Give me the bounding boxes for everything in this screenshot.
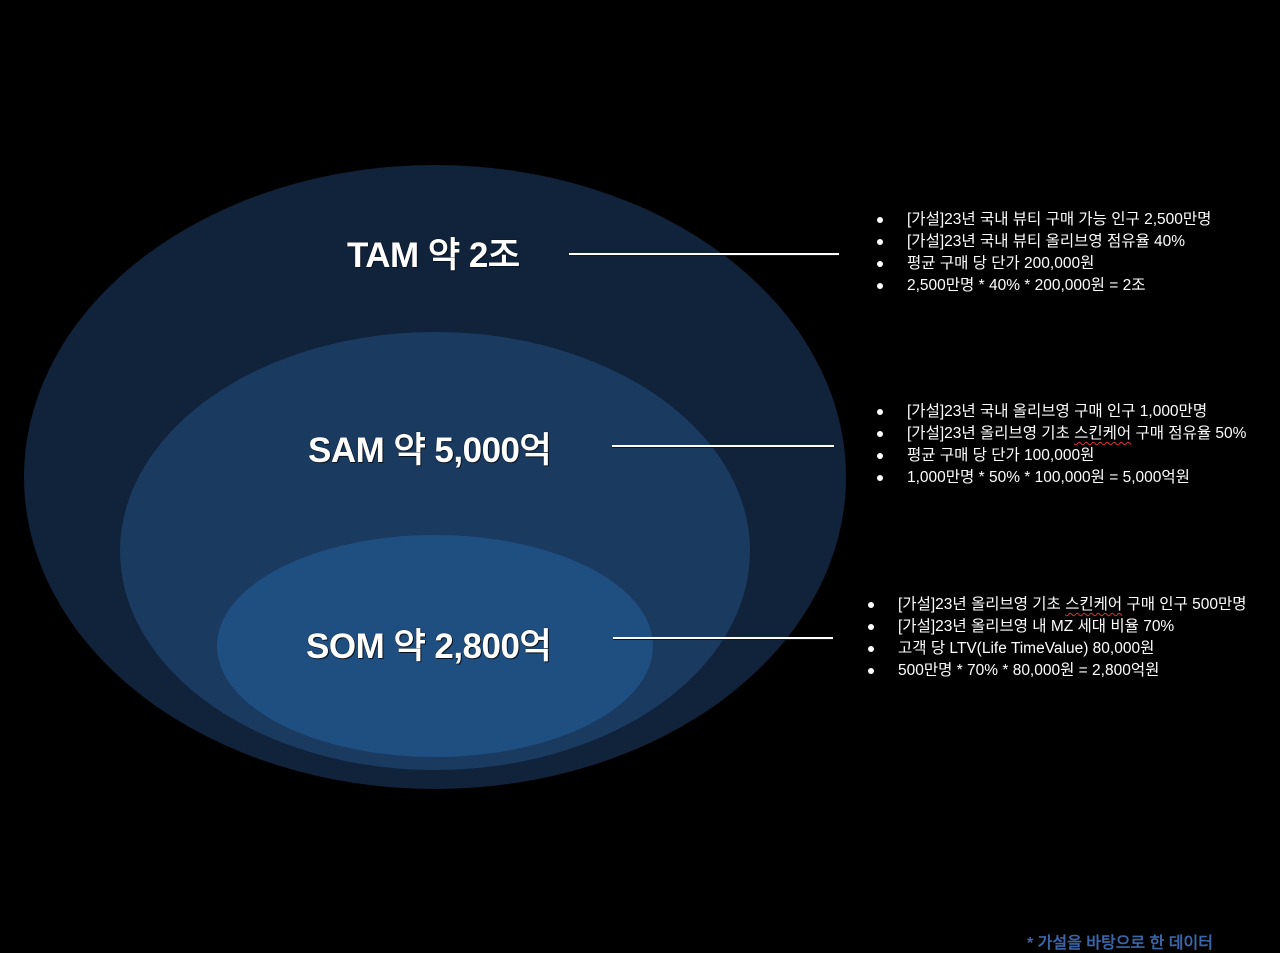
som-label: SOM 약 2,800억 — [306, 627, 552, 666]
tam-label: TAM 약 2조 — [347, 236, 520, 275]
bullet-dot-icon — [877, 409, 883, 415]
sam-bullet: 평균 구매 당 단가 100,000원 — [874, 445, 1246, 467]
bullet-dot-icon — [868, 668, 874, 674]
footnote: * 가설을 바탕으로 한 데이터 — [1027, 935, 1213, 952]
bullet-dot-icon — [877, 239, 883, 245]
bullet-dot-icon — [877, 217, 883, 223]
tam-bullet: [가설]23년 국내 뷰티 올리브영 점유율 40% — [874, 231, 1211, 253]
tam-bullet: 2,500만명 * 40% * 200,000원 = 2조 — [874, 275, 1211, 297]
bullet-dot-icon — [877, 453, 883, 459]
som-bullet: [가설]23년 올리브영 내 MZ 세대 비율 70% — [865, 616, 1247, 638]
bullet-dot-icon — [877, 475, 883, 481]
sam-label: SAM 약 5,000억 — [308, 431, 552, 470]
bullet-dot-icon — [877, 261, 883, 267]
sam-bullet: [가설]23년 국내 올리브영 구매 인구 1,000만명 — [874, 401, 1246, 423]
som-bullet: 500만명 * 70% * 80,000원 = 2,800억원 — [865, 660, 1247, 682]
sam-connector-line — [612, 445, 834, 447]
som-bullet-list: [가설]23년 올리브영 기초 스킨케어 구매 인구 500만명 [가설]23년… — [865, 594, 1247, 682]
bullet-dot-icon — [868, 624, 874, 630]
tam-connector-line — [569, 253, 839, 255]
tam-bullet: 평균 구매 당 단가 200,000원 — [874, 253, 1211, 275]
som-bullet: 고객 당 LTV(Life TimeValue) 80,000원 — [865, 638, 1247, 660]
tam-bullet-list: [가설]23년 국내 뷰티 구매 가능 인구 2,500만명 [가설]23년 국… — [874, 209, 1211, 297]
som-bullet: [가설]23년 올리브영 기초 스킨케어 구매 인구 500만명 — [865, 594, 1247, 616]
som-ellipse — [217, 535, 653, 757]
sam-bullet: 1,000만명 * 50% * 100,000원 = 5,000억원 — [874, 467, 1246, 489]
bullet-dot-icon — [877, 431, 883, 437]
bullet-dot-icon — [868, 602, 874, 608]
bullet-dot-icon — [877, 283, 883, 289]
sam-bullet-list: [가설]23년 국내 올리브영 구매 인구 1,000만명 [가설]23년 올리… — [874, 401, 1246, 489]
som-connector-line — [613, 637, 833, 639]
bullet-dot-icon — [868, 646, 874, 652]
spellcheck-underline: 스킨케어 — [1074, 425, 1132, 442]
spellcheck-underline: 스킨케어 — [1065, 596, 1123, 613]
tam-bullet: [가설]23년 국내 뷰티 구매 가능 인구 2,500만명 — [874, 209, 1211, 231]
sam-bullet: [가설]23년 올리브영 기초 스킨케어 구매 점유율 50% — [874, 423, 1246, 445]
